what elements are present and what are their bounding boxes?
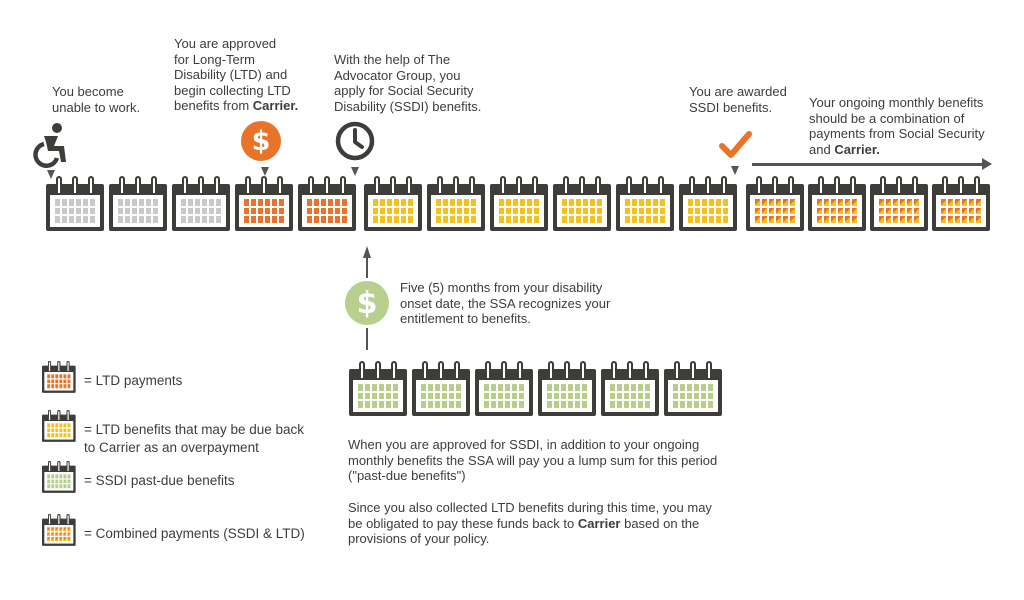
pointer-tick-up [363,246,371,258]
legend-label-combo: = Combined payments (SSDI & LTD) [84,526,305,541]
legend-label-green: = SSDI past-due benefits [84,473,235,488]
legend-label-yellow: = LTD benefits that may be due back to C… [84,422,305,455]
legend-label-orange: = LTD payments [84,373,183,388]
connector-line [366,328,368,350]
annotation-ongoing: Your ongoing monthly benefits should be … [809,95,985,157]
annotation-obligated: Since you also collected LTD benefits du… [348,500,712,547]
calendar-month-icon [349,361,407,416]
calendar-month-icon [870,176,928,231]
calendar-month-icon [235,176,293,231]
calendar-month-icon [538,361,596,416]
calendar-month-icon [601,361,659,416]
pointer-tick [731,166,739,175]
annotation-approved-ltd: You are approved for Long-Term Disabilit… [174,36,298,114]
checkmark-icon [718,129,752,161]
annotation-five-months: Five (5) months from your disability ons… [400,280,611,326]
annotation-obligated-carrier: Carrier [577,515,621,531]
annotation-obligated-text: Since you also collected LTD benefits du… [348,500,712,531]
annotation-awarded-ssdi: You are awarded SSDI benefits. [689,84,787,115]
ongoing-arrow-line [752,163,982,166]
legend-swatch-green [42,461,76,493]
annotation-obligated-post: based on the provisions of your policy. [348,515,700,547]
calendar-month-icon [553,176,611,231]
pointer-tick [47,170,55,179]
legend-swatch-combo [42,514,76,546]
dollar-sign-green: $ [356,285,378,321]
annotation-approved-ltd-carrier: Carrier. [252,98,299,113]
calendar-month-icon [932,176,990,231]
clock-icon [334,120,376,162]
legend-swatch-yellow [42,410,76,442]
accessible-wheelchair-icon [30,122,72,168]
dollar-coin-green-icon: $ [345,281,389,325]
annotation-ongoing-carrier: Carrier. [834,141,880,157]
annotation-advocator-help: With the help of The Advocator Group, yo… [334,52,482,114]
annotation-unable-to-work: You become unable to work. [52,84,141,115]
ongoing-arrow-head [982,158,992,170]
dollar-sign: $ [251,125,271,157]
pointer-tick [261,167,269,176]
calendar-month-icon [46,176,104,231]
calendar-month-icon [664,361,722,416]
annotation-approved-ltd-text: You are approved for Long-Term Disabilit… [174,36,291,113]
annotation-ongoing-text: Your ongoing monthly benefits should be … [809,95,985,157]
calendar-month-icon [364,176,422,231]
calendar-month-icon [427,176,485,231]
pointer-tick [351,167,359,176]
calendar-month-icon [475,361,533,416]
calendar-month-icon [808,176,866,231]
calendar-month-icon [616,176,674,231]
dollar-coin-icon: $ [241,121,281,161]
calendar-month-icon [172,176,230,231]
calendar-month-icon [746,176,804,231]
calendar-month-icon [490,176,548,231]
calendar-month-icon [298,176,356,231]
connector-line [366,258,368,278]
calendar-month-icon [109,176,167,231]
legend-swatch-orange [42,361,76,393]
annotation-lump-sum: When you are approved for SSDI, in addit… [348,437,718,483]
calendar-month-icon [679,176,737,231]
calendar-month-icon [412,361,470,416]
